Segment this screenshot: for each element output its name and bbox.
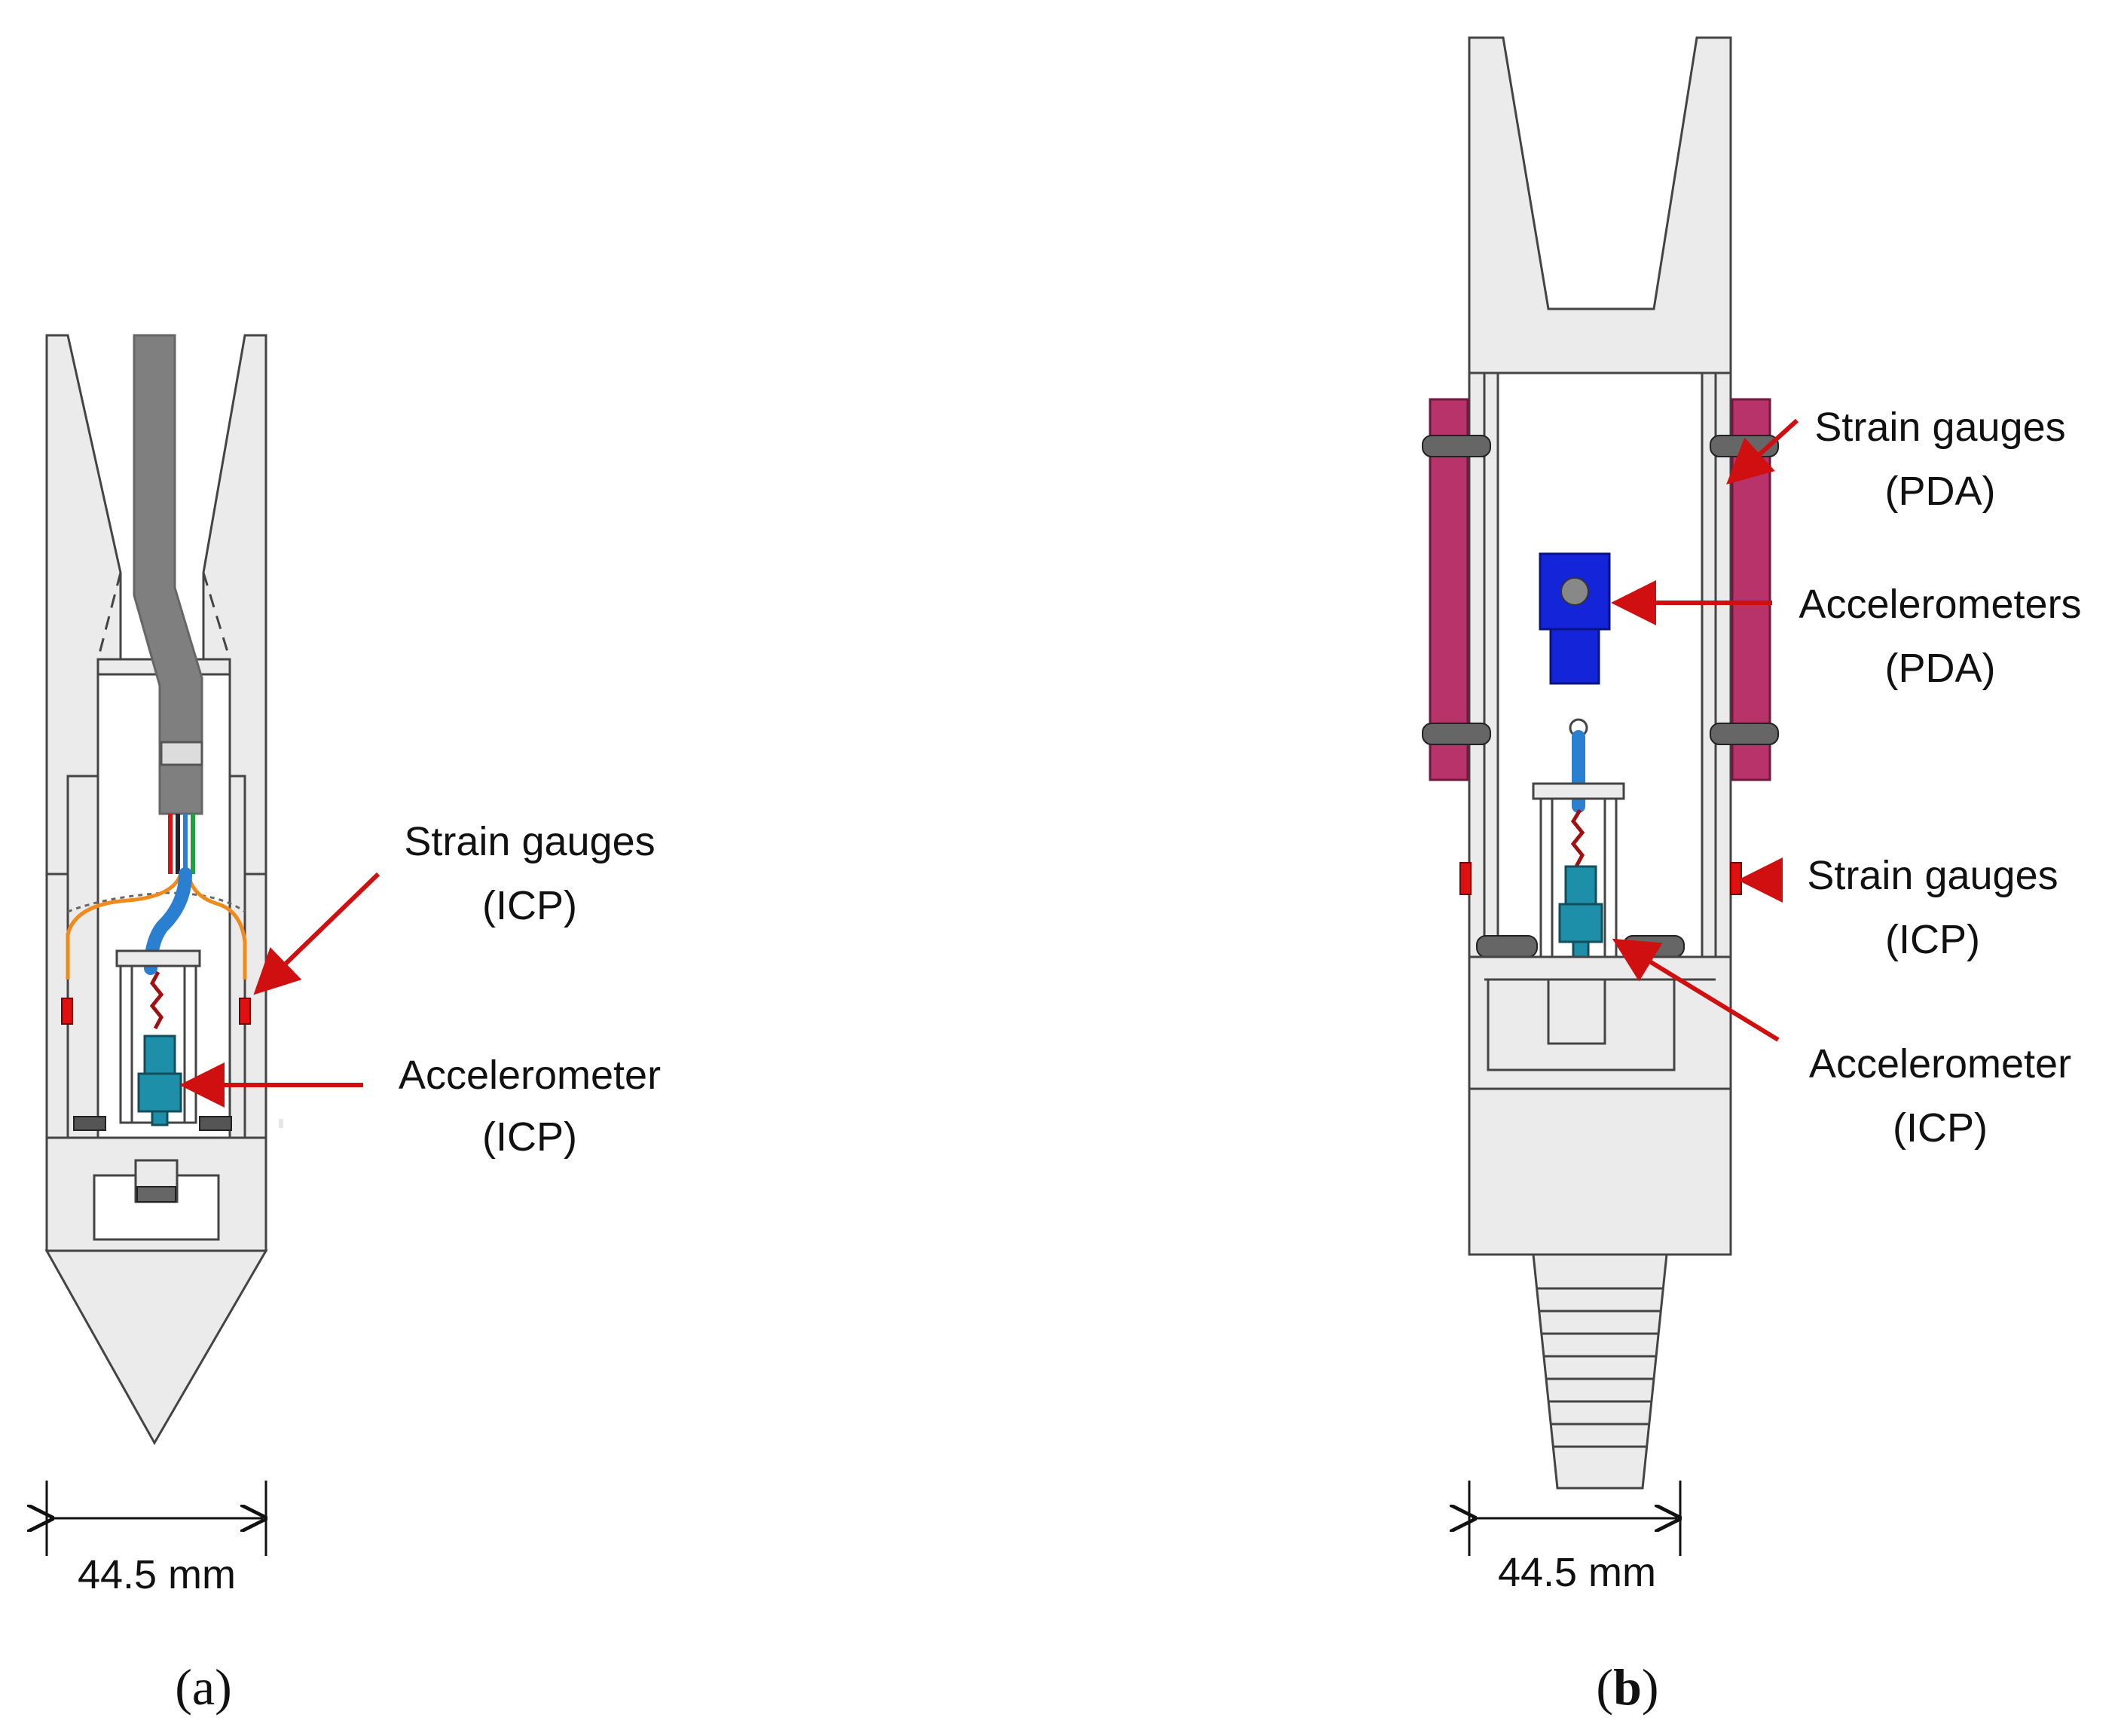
panel-a-sleeve-left [45,873,69,1139]
panel-a-accel-spring [149,970,164,1030]
panel-b-label-accel-pda-line1: Accelerometers [1799,582,2081,627]
panel-a-caption-open: ( [175,1658,192,1716]
panel-a-screw-right [199,1116,232,1131]
panel-b-threaded-tip [1532,1253,1668,1490]
panel-a-screw-left [73,1116,106,1131]
panel-b-label-accel-pda-line2: (PDA) [1885,646,1996,691]
panel-b-caption-letter: b [1613,1658,1642,1716]
panel-b-accel-icp-spring [1570,808,1585,868]
panel-b-arrow-accel-icp [1612,938,1780,1042]
panel-a-wire-orange-right [186,873,247,980]
panel-b-strain-pda-left [1429,398,1469,781]
panel-b-label-accel-icp-line2: (ICP) [1893,1105,1988,1151]
panel-a-strain-gauge-right [239,998,251,1025]
panel-b-accel-icp-stud [1572,940,1590,958]
panel-b-label-strain-icp-line2: (ICP) [1885,917,1980,962]
panel-b-label-accel-icp-line1: Accelerometer [1809,1041,2071,1087]
panel-a-label-strain-line1: Strain gauges [404,819,655,864]
panel-a-wire-orange-left [66,873,183,980]
panel-b-label-strain-pda-line2: (PDA) [1885,469,1996,514]
panel-b-caption-open: ( [1596,1658,1613,1716]
panel-b-accel-pda-lens [1560,577,1589,606]
panel-b-strain-icp-left [1459,862,1472,895]
panel-b-caption-close: ) [1642,1658,1659,1716]
panel-b-label-strain-pda-line1: Strain gauges [1814,405,2065,450]
panel-b-accel-pda-body [1549,628,1600,685]
panel-b-accel-icp-sensor [1564,865,1597,909]
panel-b-lower-cylinder [1468,1087,1732,1256]
panel-a-accel-icp-base [137,1072,182,1113]
panel-a-arrow-strain [253,872,380,995]
panel-a-label-accel-line2: (ICP) [482,1114,577,1160]
panel-a-base-bolt-head [136,1186,176,1203]
panel-a-label-accel-line1: Accelerometer [399,1053,661,1098]
panel-a-accel-cap [115,949,201,967]
panel-a-inner-left [66,775,99,1139]
panel-b-arrow-strain-pda [1726,418,1799,485]
panel-a-caption: (a) [175,1658,232,1716]
panel-a-accel-icp [143,1035,176,1079]
panel-b-dimension-label: 44.5 mm [1498,1550,1656,1595]
panel-a-cable [133,334,203,815]
panel-b-accel-icp-base [1558,903,1603,943]
panel-b-label-strain-icp-line1: Strain gauges [1807,853,2058,898]
panel-a-cable-ferrule [160,741,203,766]
panel-b-thread-lines [1537,1287,1663,1448]
panel-a-strain-gauge-left [61,998,73,1025]
panel-a-accel-icp-stud [151,1110,169,1126]
panel-a-dimension-label: 44.5 mm [78,1552,236,1597]
panel-a: 44.5 mm Strain gauges (ICP) Acceleromete… [44,334,661,1716]
panel-a-label-strain-line2: (ICP) [482,883,577,928]
panel-b-forked-top [1468,36,1732,374]
panel-b: 44.5 mm Strain gauges (PDA) Acceleromete… [1422,36,2082,1716]
panel-a-caption-letter: a [192,1658,215,1716]
panel-a-cone-tip [44,1249,268,1446]
panel-a-caption-close: ) [215,1658,232,1716]
panel-a-stray-mark [279,1119,283,1128]
panel-a-dashed-taper [96,572,231,660]
panel-b-accel-icp-cap [1532,782,1625,800]
panel-b-strain-icp-right [1730,862,1742,895]
panel-b-caption: (b) [1596,1658,1658,1716]
